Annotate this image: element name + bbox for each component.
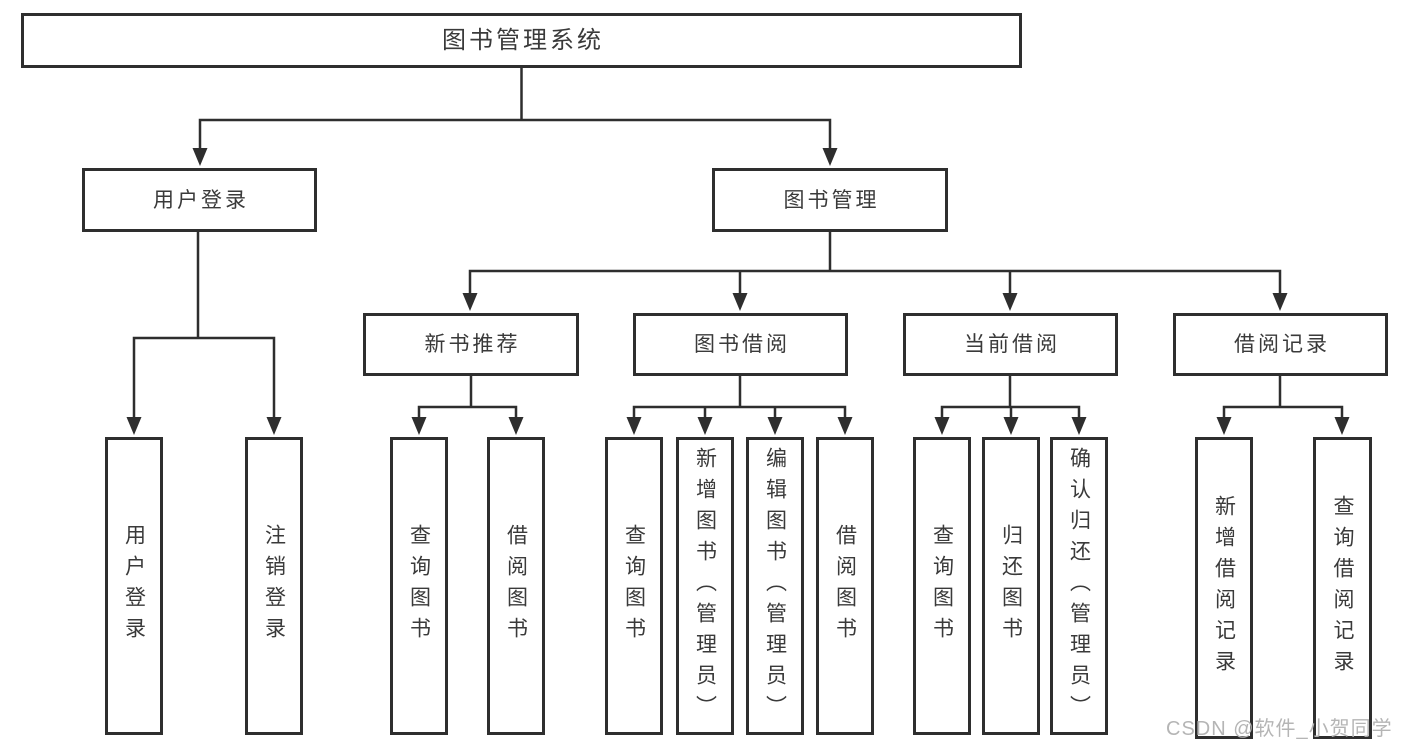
leaf-borrowing-borrow-books-label: 借阅图书 xyxy=(833,524,857,648)
leaf-logout: 注销登录 xyxy=(245,437,303,735)
leaf-borrowing-borrow-books: 借阅图书 xyxy=(816,437,874,735)
leaf-query-borrow-record-label: 查询借阅记录 xyxy=(1331,495,1354,681)
node-book-management: 图书管理 xyxy=(712,168,948,232)
leaf-borrowing-query-books: 查询图书 xyxy=(605,437,663,735)
leaf-newbooks-borrow-books: 借阅图书 xyxy=(487,437,545,735)
node-borrowing-records-label: 借阅记录 xyxy=(1234,333,1330,356)
leaf-edit-book-admin-label: 编辑图书（管理员） xyxy=(763,446,787,726)
leaf-add-book-admin: 新增图书（管理员） xyxy=(676,437,734,735)
leaf-current-query-books-label: 查询图书 xyxy=(930,524,954,648)
csdn-watermark: CSDN @软件_小贺同学 xyxy=(1166,718,1393,740)
node-user-login: 用户登录 xyxy=(82,168,317,232)
node-current-borrowing-label: 当前借阅 xyxy=(964,333,1060,356)
leaf-user-login-label: 用户登录 xyxy=(122,524,146,648)
node-new-books-label: 新书推荐 xyxy=(424,333,521,356)
leaf-user-login: 用户登录 xyxy=(105,437,163,735)
node-current-borrowing: 当前借阅 xyxy=(903,313,1118,376)
leaf-newbooks-borrow-books-label: 借阅图书 xyxy=(504,524,528,648)
node-borrowing-records: 借阅记录 xyxy=(1173,313,1388,376)
node-root-label: 图书管理系统 xyxy=(442,26,604,54)
leaf-add-borrow-record: 新增借阅记录 xyxy=(1195,437,1253,739)
leaf-return-books-label: 归还图书 xyxy=(999,524,1023,648)
leaf-newbooks-query-books-label: 查询图书 xyxy=(407,524,431,648)
leaf-logout-label: 注销登录 xyxy=(262,524,286,648)
leaf-add-book-admin-label: 新增图书（管理员） xyxy=(693,446,717,726)
arrowheads xyxy=(126,148,1350,435)
node-user-login-label: 用户登录 xyxy=(153,188,249,212)
leaf-current-query-books: 查询图书 xyxy=(913,437,971,735)
node-root: 图书管理系统 xyxy=(21,13,1022,68)
leaf-confirm-return-admin: 确认归还（管理员） xyxy=(1050,437,1108,735)
node-new-books: 新书推荐 xyxy=(363,313,579,376)
leaf-borrowing-query-books-label: 查询图书 xyxy=(622,524,646,648)
node-book-borrowing: 图书借阅 xyxy=(633,313,848,376)
leaf-return-books: 归还图书 xyxy=(982,437,1040,735)
leaf-query-borrow-record: 查询借阅记录 xyxy=(1313,437,1372,739)
leaf-edit-book-admin: 编辑图书（管理员） xyxy=(746,437,804,735)
leaf-confirm-return-admin-label: 确认归还（管理员） xyxy=(1067,446,1091,726)
leaf-add-borrow-record-label: 新增借阅记录 xyxy=(1212,495,1236,681)
node-book-management-label: 图书管理 xyxy=(783,188,880,212)
node-book-borrowing-label: 图书借阅 xyxy=(694,333,790,356)
leaf-newbooks-query-books: 查询图书 xyxy=(390,437,448,735)
